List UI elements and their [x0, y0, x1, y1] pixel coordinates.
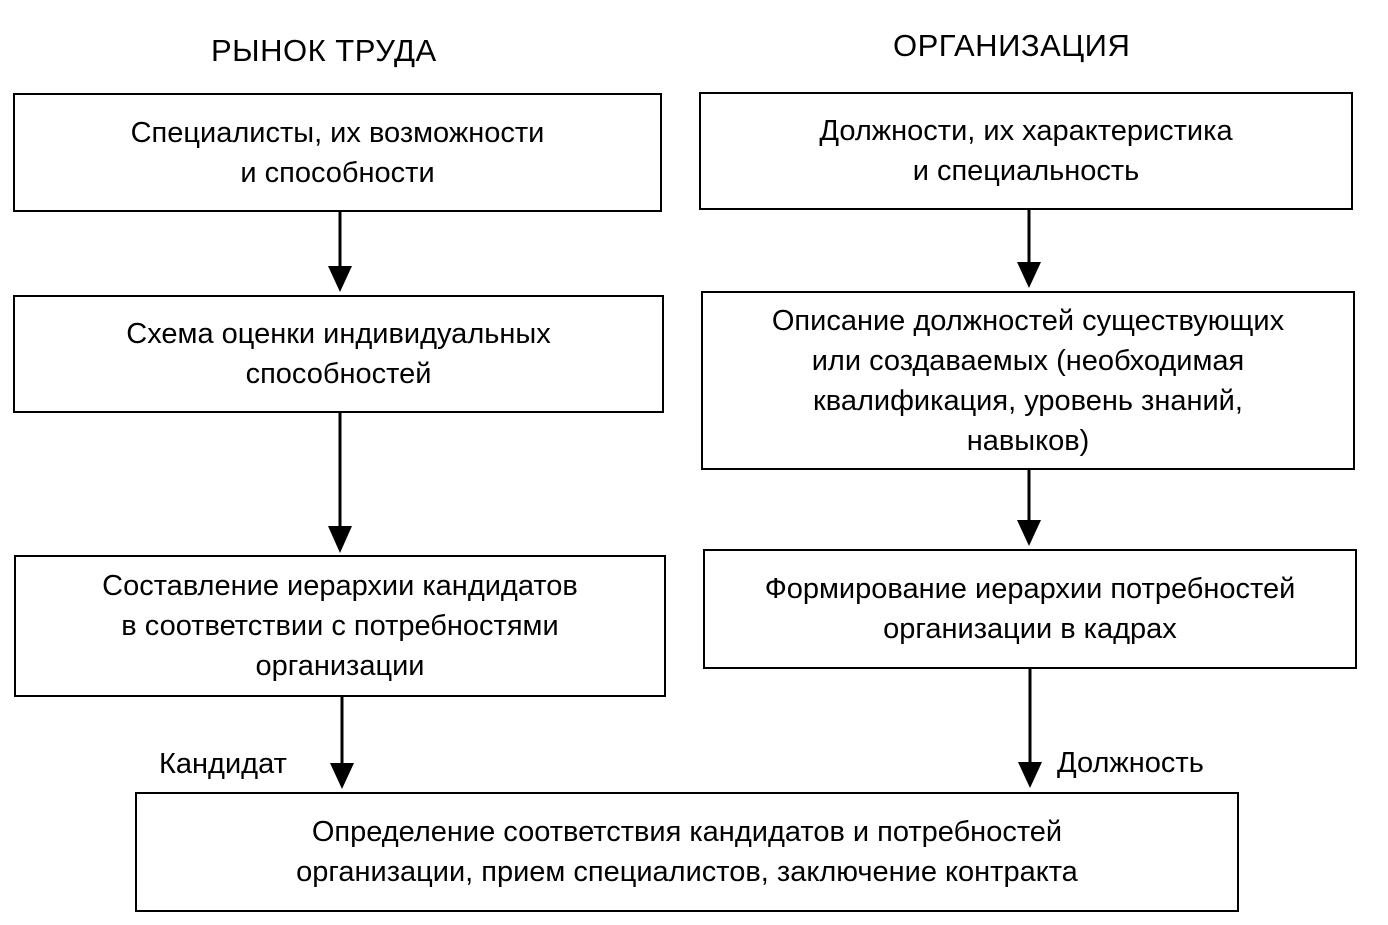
right-box-positions-text: Должности, их характеристика и специальн… — [819, 115, 1233, 187]
arrow-left-1-head — [328, 266, 352, 292]
arrow-right-1-head — [1017, 262, 1041, 288]
bottom-box-matching-hiring: Определение соответствия кандидатов и по… — [135, 792, 1239, 912]
left-box-candidate-hierarchy: Составление иерархии кандидатов в соотве… — [14, 555, 666, 697]
right-box-needs-hierarchy: Формирование иерархии потребностей орган… — [703, 549, 1357, 669]
left-box-assessment-scheme: Схема оценки индивидуальных способностей — [13, 295, 664, 413]
edge-label-position: Должность — [1057, 747, 1204, 779]
right-box-position-description: Описание должностей существующих или соз… — [701, 291, 1355, 470]
right-box-positions: Должности, их характеристика и специальн… — [699, 92, 1353, 210]
arrow-left-3-head — [330, 763, 354, 789]
left-box-specialists: Специалисты, их возможности и способност… — [13, 93, 662, 212]
arrow-right-3-head — [1018, 762, 1042, 788]
arrow-right-2-head — [1017, 520, 1041, 546]
right-column-title: ОРГАНИЗАЦИЯ — [893, 28, 1131, 63]
left-box-specialists-text: Специалисты, их возможности и способност… — [130, 116, 545, 189]
bottom-box-matching-hiring-text: Определение соответствия кандидатов и по… — [296, 816, 1078, 888]
left-box-candidate-hierarchy-text: Составление иерархии кандидатов в соотве… — [102, 570, 578, 682]
left-column-title: РЫНОК ТРУДА — [211, 33, 437, 68]
right-box-needs-hierarchy-text: Формирование иерархии потребностей орган… — [764, 573, 1296, 645]
edge-label-candidate: Кандидат — [159, 748, 287, 780]
right-box-position-description-text: Описание должностей существующих или соз… — [771, 304, 1285, 457]
left-box-assessment-scheme-text: Схема оценки индивидуальных способностей — [126, 318, 551, 390]
arrow-left-2-head — [328, 526, 352, 553]
